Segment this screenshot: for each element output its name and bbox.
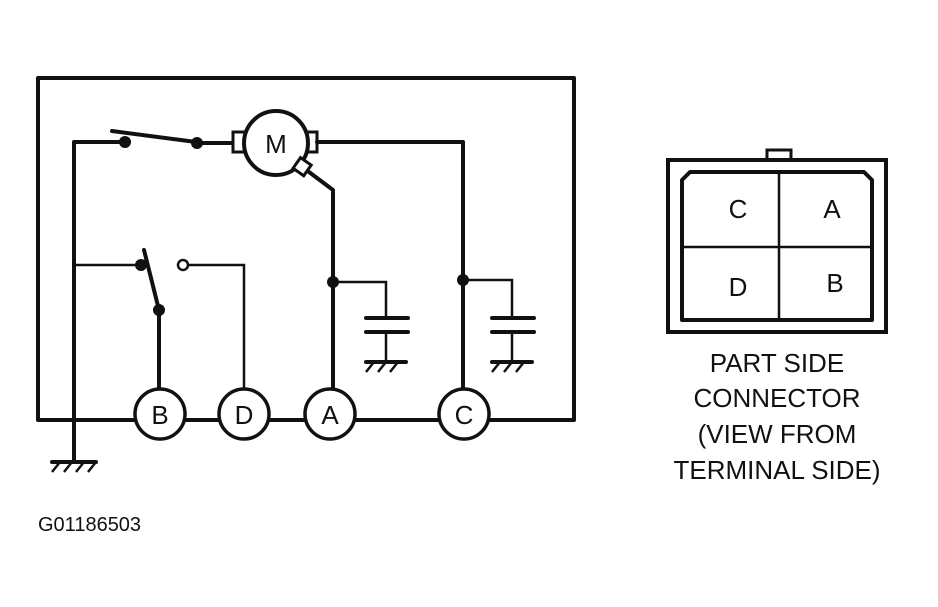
- left-wire: [72, 140, 127, 462]
- figure-id: G01186503: [38, 514, 141, 536]
- park-switch: [74, 248, 246, 397]
- brush-to-a-wire: [307, 170, 335, 397]
- connector-cell-top-right: A: [823, 194, 841, 224]
- housing-outline: [36, 76, 576, 422]
- terminal-c: C: [437, 387, 491, 441]
- capacitor-a: [327, 276, 410, 373]
- terminal-a: A: [303, 387, 357, 441]
- terminal-d-label: D: [235, 400, 254, 430]
- connector-caption-line-2: CONNECTOR: [693, 383, 860, 413]
- connector-caption-line-3: (VIEW FROM: [698, 419, 857, 449]
- connector-inner-frame: [680, 170, 874, 322]
- motor-label: M: [265, 129, 287, 159]
- terminal-d: D: [217, 387, 271, 441]
- terminal-b: B: [133, 387, 187, 441]
- ground-symbol-left: [50, 460, 98, 473]
- terminal-b-label: B: [151, 400, 168, 430]
- connector-caption-line-4: TERMINAL SIDE): [673, 455, 880, 485]
- connector-caption-line-1: PART SIDE: [710, 348, 844, 378]
- terminal-a-label: A: [321, 400, 339, 430]
- motor-to-c-wire: [315, 140, 465, 397]
- connector-cell-bottom-right: B: [826, 268, 843, 298]
- connector-cell-top-left: C: [729, 194, 748, 224]
- top-switch: [110, 129, 235, 149]
- capacitor-c: [457, 274, 536, 373]
- motor: M: [231, 109, 319, 178]
- motor-circuit: M: [36, 76, 576, 473]
- connector-view: C A D B PART SIDE CONNECTOR (VIEW FROM T…: [666, 148, 888, 485]
- terminal-c-label: C: [455, 400, 474, 430]
- connector-cell-bottom-left: D: [729, 272, 748, 302]
